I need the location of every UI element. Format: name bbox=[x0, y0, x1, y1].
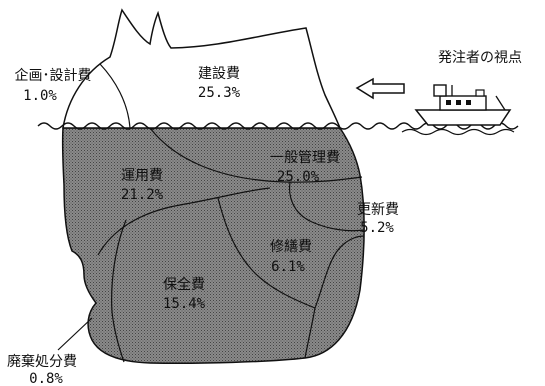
segment-repair-value: 6.1% bbox=[271, 259, 305, 275]
ship-wake bbox=[401, 128, 515, 136]
boundary-planning bbox=[99, 63, 131, 129]
observer-label: 発注者の視点 bbox=[438, 50, 522, 66]
segment-disposal-value: 0.8% bbox=[29, 371, 63, 386]
segment-general-value: 25.0% bbox=[277, 169, 320, 185]
boundary-maintenance-left bbox=[111, 219, 127, 363]
above-water-iceberg bbox=[62, 8, 342, 129]
boundary-repair-right bbox=[314, 235, 365, 309]
segment-disposal-name: 廃棄処分費 bbox=[7, 353, 77, 370]
segment-planning-value: 1.0% bbox=[23, 88, 57, 104]
segment-planning-name: 企画･設計費 bbox=[15, 67, 92, 84]
boundary-upper-lower bbox=[97, 187, 271, 256]
boundary-renewal bbox=[288, 181, 365, 232]
segment-construction-name: 建設費 bbox=[198, 66, 240, 82]
segment-renewal-name: 更新費 bbox=[357, 202, 399, 218]
underwater-iceberg bbox=[61, 127, 365, 365]
segment-repair-name: 修繕費 bbox=[270, 239, 312, 255]
arrow-left-icon bbox=[355, 77, 405, 100]
boundary-repair-left bbox=[217, 197, 316, 309]
segment-renewal-value: 5.2% bbox=[360, 220, 394, 236]
segment-construction-value: 25.3% bbox=[198, 85, 241, 101]
segment-general-name: 一般管理費 bbox=[270, 150, 340, 166]
segment-maintenance-name: 保全費 bbox=[163, 276, 205, 293]
ship-icon bbox=[414, 84, 512, 126]
segment-operation-value: 21.2% bbox=[121, 187, 164, 203]
disposal-leader-line bbox=[57, 317, 93, 351]
segment-operation-name: 運用費 bbox=[121, 168, 163, 184]
waterline bbox=[37, 122, 519, 130]
segment-maintenance-value: 15.4% bbox=[163, 296, 206, 312]
boundary-operation-general bbox=[149, 127, 363, 183]
boundary-maintenance-right bbox=[304, 307, 316, 359]
